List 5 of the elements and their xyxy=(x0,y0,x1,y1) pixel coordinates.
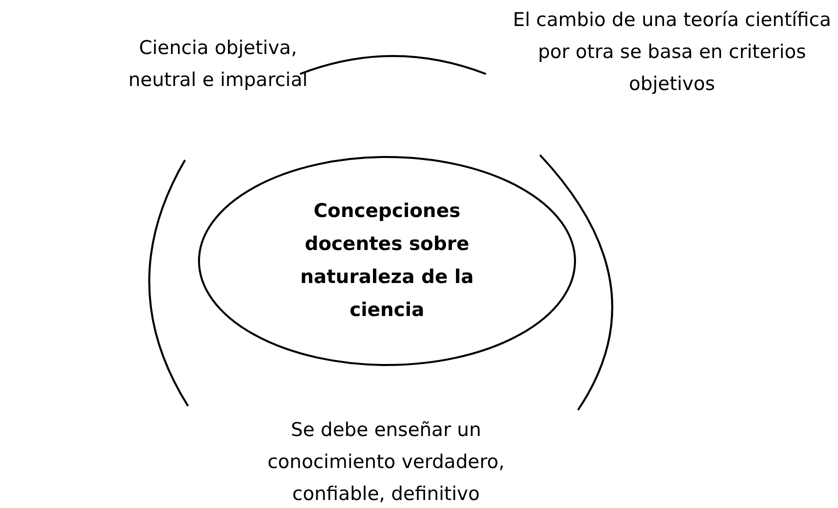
concept-text: El cambio de una teoría científica por otra se basa en criterios objetivos xyxy=(512,8,832,97)
concept-text: Ciencia objetiva, neutral e imparcial xyxy=(128,36,308,93)
ellipse xyxy=(198,156,576,366)
center-concept-text: Concepciones docentes sobre naturaleza de la ciencia xyxy=(299,199,475,323)
concept-text: Se debe enseñar un conocimiento verdadero, confiable, definitivo xyxy=(266,418,506,507)
